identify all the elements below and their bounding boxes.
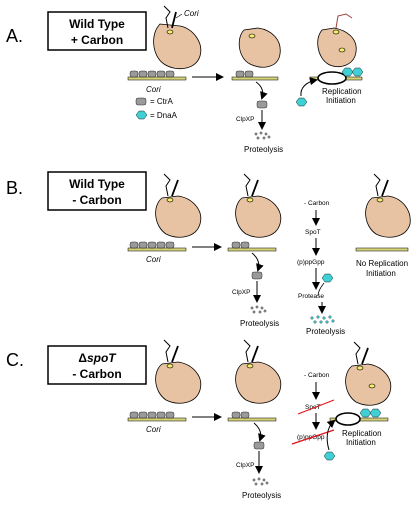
replication-label-c: Replication [342, 429, 382, 438]
dna-bar-b3 [355, 247, 409, 252]
minus-carbon-label-b: - Carbon [304, 200, 330, 207]
spot-gene: spoT [87, 351, 117, 365]
no-replication-label: No Replication [356, 259, 408, 268]
fragments-a [254, 131, 271, 140]
panel-c-title-box [47, 345, 147, 385]
cell-c1 [155, 339, 202, 404]
panel-a-letter: A. [6, 26, 23, 46]
minus-carbon-label-c: - Carbon [304, 372, 330, 379]
panel-a-title-box [47, 11, 147, 51]
panel-b-letter: B. [6, 178, 23, 198]
proteolysis-label-a: Proteolysis [244, 145, 283, 154]
initiation-label-a: Initiation [326, 96, 356, 105]
replication-label-a: Replication [322, 87, 362, 96]
cori-label-cell: Cori [184, 9, 199, 18]
dna-bar-c1 [127, 417, 187, 422]
cori-label-a: Cori [146, 85, 161, 94]
proteolysis-label-b2: Proteolysis [306, 327, 345, 336]
ctra-free-c [253, 441, 265, 450]
ctra-free-a [256, 100, 268, 109]
initiation-label-b: Initiation [366, 269, 396, 278]
ctra-group-c1 [129, 411, 175, 419]
dna-bar-b1 [127, 247, 187, 252]
clpxp-label-b: ClpXP [232, 289, 250, 296]
arrow-a-degrade [255, 81, 268, 100]
panel-c-title-line2: - Carbon [72, 367, 121, 381]
fragments-b-dnaa [310, 315, 335, 324]
proteolysis-label-c: Proteolysis [242, 491, 281, 500]
cell-a2 [238, 27, 281, 68]
cell-b3 [365, 173, 411, 238]
panel-a-title-line1: Wild Type [69, 17, 125, 31]
spot-label-c: SpoT [305, 404, 321, 411]
dnaa-free-b [321, 273, 334, 283]
cell-a3 [317, 13, 357, 68]
arrow-b-degrade [251, 252, 264, 272]
cell-c2 [235, 339, 282, 404]
panel-c-title-line1: ΔspoT [78, 351, 117, 365]
legend-ctra-label: = CtrA [150, 97, 174, 106]
delta-symbol: Δ [78, 351, 87, 365]
cori-label-c: Cori [146, 425, 161, 434]
ctra-free-b [251, 271, 263, 280]
fragments-c [252, 477, 269, 486]
initiation-label-c: Initiation [346, 438, 376, 447]
dna-bar-a2 [231, 76, 279, 81]
ppgpp-label-b: (p)ppGpp [297, 259, 325, 266]
arrow-c-degrade [253, 422, 266, 442]
cell-b1 [155, 173, 202, 238]
panel-b-title-line2: - Carbon [72, 193, 121, 207]
dna-bar-c2 [227, 417, 277, 422]
panel-b-title-line1: Wild Type [69, 177, 125, 191]
legend-dnaa-swatch [135, 110, 148, 120]
cell-c3 [345, 341, 392, 406]
ctra-group-b1 [129, 241, 175, 249]
arrow-a-dnaa [300, 77, 318, 97]
replication-bubble-c [335, 412, 361, 426]
dnaa-free-a [295, 97, 308, 107]
proteolysis-label-b: Proteolysis [240, 319, 279, 328]
legend-dnaa-label: = DnaA [150, 111, 178, 120]
cell-a1 [153, 5, 202, 70]
strike-ppgpp [291, 429, 335, 445]
ctra-group-a1 [129, 70, 175, 78]
panel-c-letter: C. [6, 350, 24, 370]
protease-label-b: Protease [298, 293, 324, 300]
panel-a: A. Wild Type + Carbon Cori [6, 5, 364, 154]
clpxp-label-a: ClpXP [236, 116, 254, 123]
dna-bar-b2 [227, 247, 277, 252]
panel-b: B. Wild Type - Carbon [6, 171, 411, 336]
dna-bar-a1 [127, 76, 187, 81]
panel-a-title-line2: + Carbon [71, 33, 123, 47]
panel-c: C. ΔspoT - Carbon [6, 339, 392, 500]
spot-label-b: SpoT [305, 229, 321, 236]
cell-b2 [235, 173, 282, 238]
legend-ctra-swatch [135, 97, 147, 106]
cori-label-b: Cori [146, 255, 161, 264]
clpxp-label-c: ClpXP [236, 462, 254, 469]
arrow-c-dnaa [326, 419, 336, 451]
dnaa-free-c [323, 451, 336, 461]
panel-b-title-box [47, 171, 147, 211]
strike-spot [297, 399, 335, 415]
replication-bubble-a [317, 71, 347, 85]
fragments-b [250, 305, 267, 314]
